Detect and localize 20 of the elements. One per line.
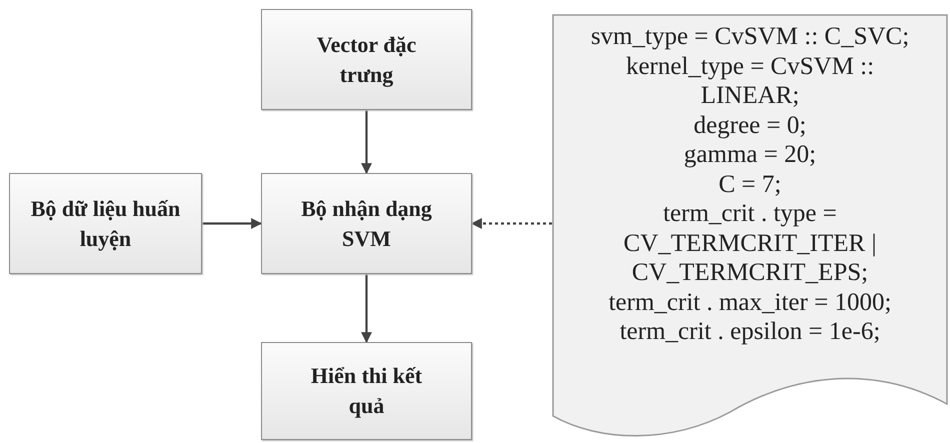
arrow (202, 218, 262, 229)
process-box (261, 9, 472, 110)
parameter-text: term_crit . max_iter = 1000; (608, 288, 892, 317)
parameter-text: degree = 0; (694, 110, 806, 140)
parameter-text: svm_type = CvSVM :: C_SVC; (590, 22, 910, 52)
parameter-text: kernel_type = CvSVM :: LINEAR; (624, 52, 876, 110)
parameter-text: term_crit . epsilon = 1e-6; (620, 317, 880, 346)
process-box (9, 173, 202, 274)
parameter-text: gamma = 20; (684, 140, 816, 170)
process-box (261, 342, 472, 440)
dashed-arrow (470, 218, 552, 229)
box-label: Hiển thi kết quả (310, 362, 424, 420)
process-box (261, 173, 472, 274)
parameter-text: C = 7; (718, 170, 782, 199)
box-label: Vector đặc trưng (316, 30, 418, 89)
box-label: Bộ dữ liệu huấn luyện (30, 194, 180, 253)
parameter-text: term_crit . type = CV_TERMCRIT_ITER | CV_TERMCRIT_EPS; (622, 199, 878, 288)
arrow (361, 110, 372, 174)
arrow (361, 274, 372, 344)
box-label: Bộ nhận dạng SVM (300, 194, 433, 252)
